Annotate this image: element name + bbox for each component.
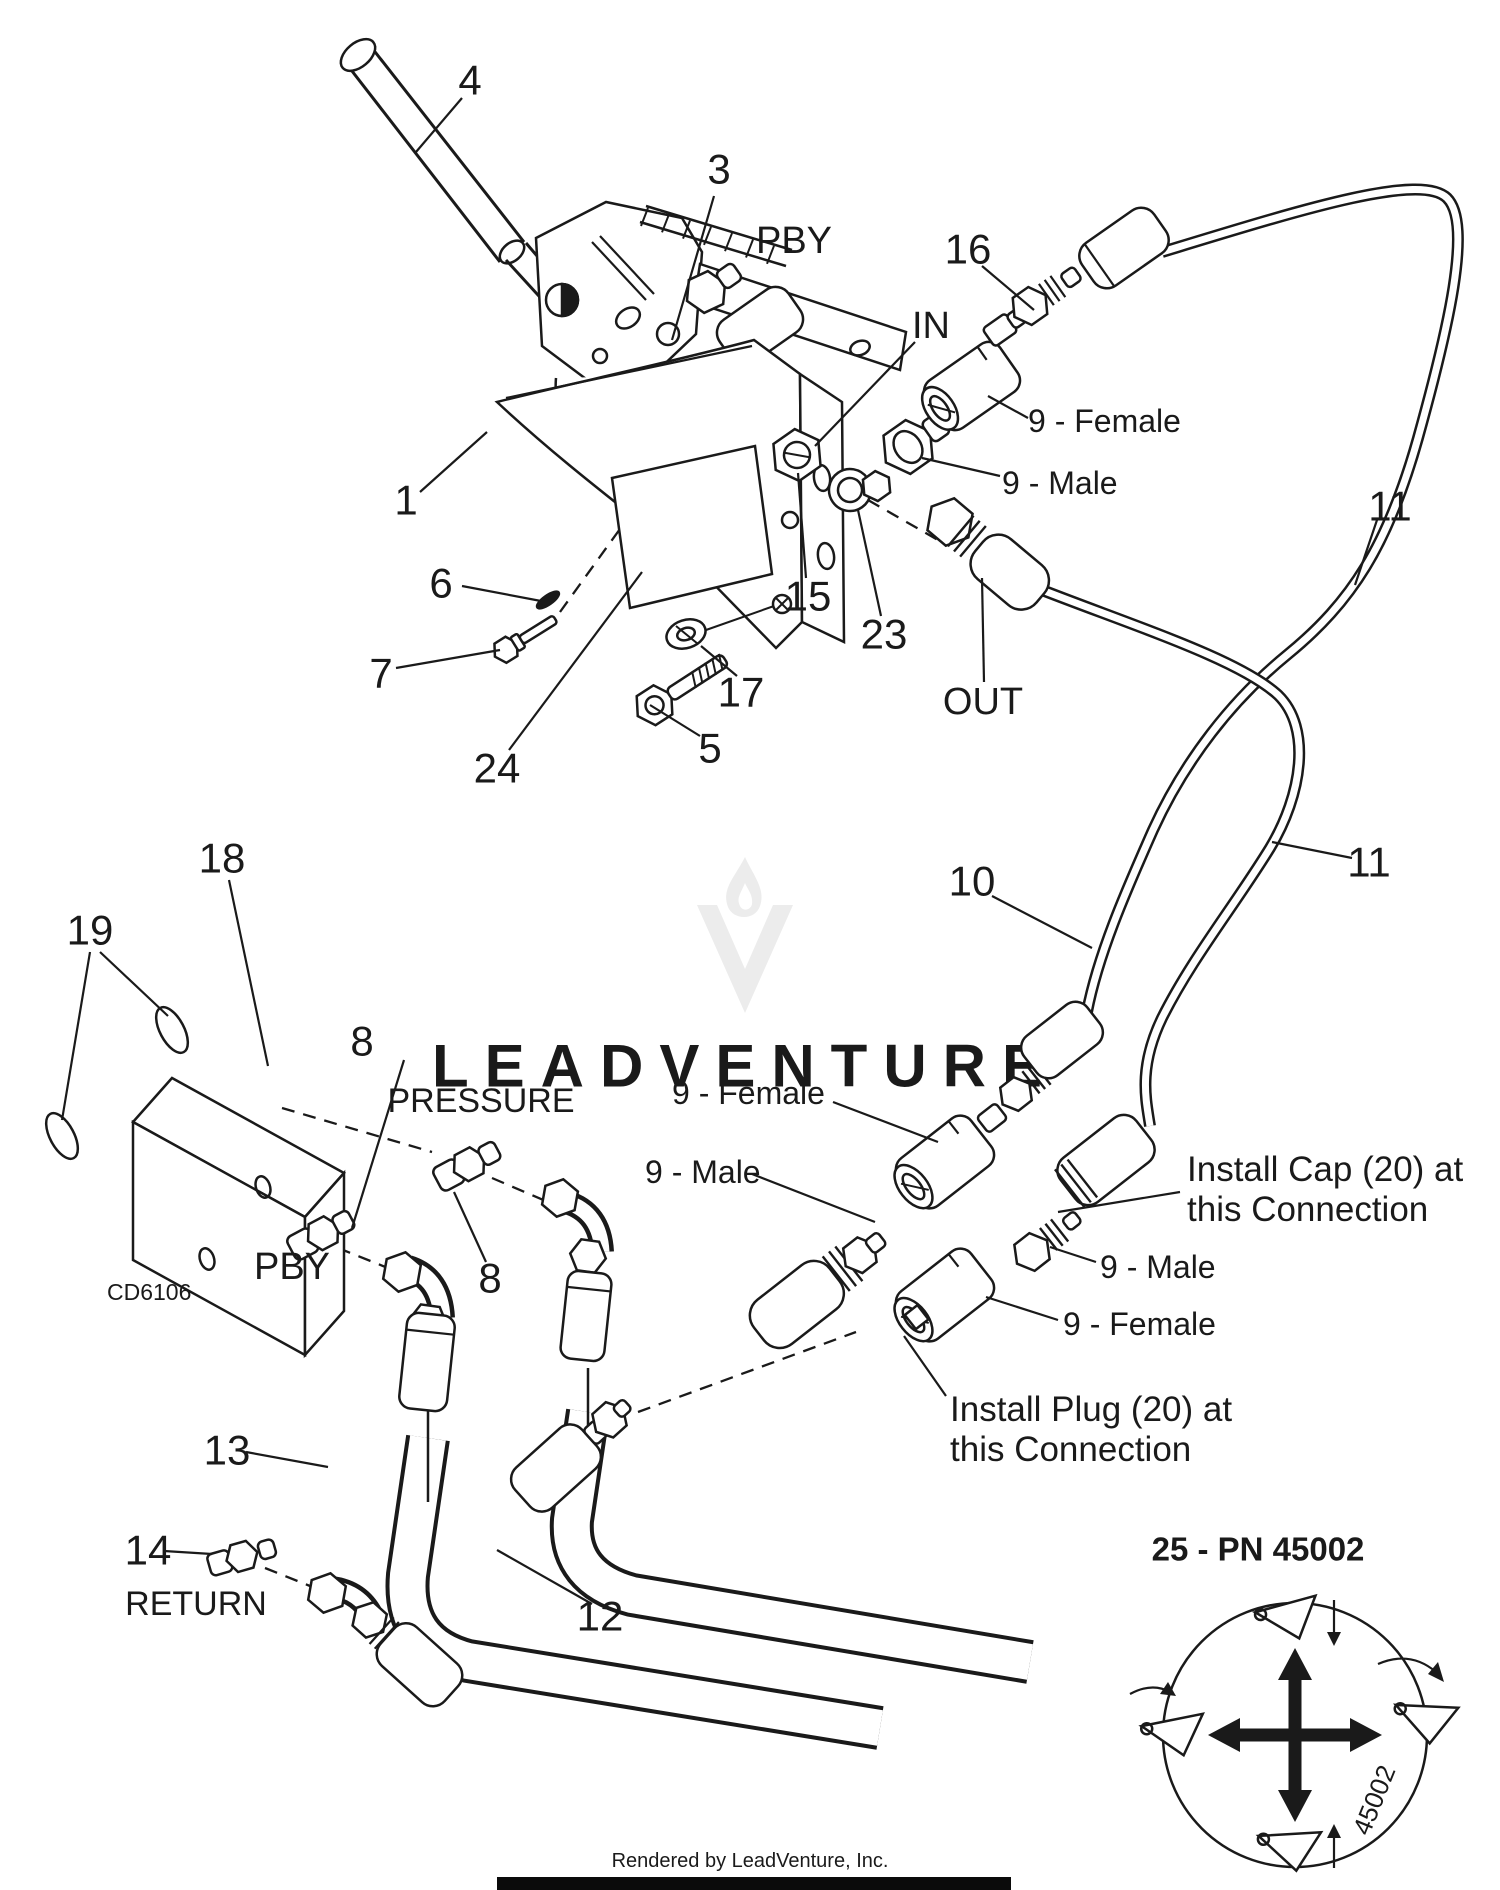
footer-bar [497, 1877, 1011, 1890]
label-in_lbl: IN [912, 305, 950, 347]
callout-8: 8 [478, 1255, 501, 1302]
manifold-block-assembly [44, 1005, 614, 1413]
note-plug-line-2: this Connection [950, 1430, 1191, 1469]
callout-1: 1 [394, 477, 417, 524]
callout-23: 23 [861, 611, 908, 658]
label-out_lbl: OUT [943, 681, 1023, 723]
note-cap-line-2: this Connection [1187, 1190, 1428, 1229]
label-pressure: PRESSURE [387, 1082, 574, 1120]
leadventure-flame-logo [697, 857, 793, 1013]
label-cd6106: CD6106 [107, 1279, 191, 1305]
return-line-assembly [206, 1538, 464, 1708]
label-wm_text: LEADVENTURE [432, 1033, 1058, 1100]
callout-11: 11 [1368, 483, 1412, 530]
label-m_right: 9 - Male [1100, 1249, 1216, 1285]
plow-direction-inset-diagram [1129, 1593, 1461, 1873]
label-f_right: 9 - Female [1063, 1306, 1216, 1342]
callout-16: 16 [945, 226, 992, 273]
callout-8: 8 [350, 1018, 373, 1065]
label-pby_mid: PBY [254, 1246, 330, 1288]
mounting-plate [494, 338, 846, 650]
note-cap-line-1: Install Cap (20) at [1187, 1150, 1464, 1189]
note-plug-line-1: Install Plug (20) at [950, 1390, 1232, 1429]
callout-4: 4 [458, 57, 481, 104]
label-footer_credit: Rendered by LeadVenture, Inc. [612, 1850, 889, 1872]
mounting-hardware [493, 590, 729, 727]
callout-7: 7 [369, 650, 392, 697]
label-f_mid: 9 - Female [672, 1075, 825, 1111]
label-pby_top: PBY [756, 220, 832, 262]
callout-19: 19 [67, 907, 114, 954]
callout-10: 10 [949, 858, 996, 905]
callout-11: 11 [1347, 839, 1391, 886]
callout-17: 17 [718, 669, 765, 716]
leadventure-watermark: LEADVENTURE [432, 857, 1058, 1100]
callout-6: 6 [429, 560, 452, 607]
label-pn: 25 - PN 45002 [1152, 1531, 1365, 1568]
label-f_top: 9 - Female [1028, 403, 1181, 439]
callout-5: 5 [698, 725, 721, 772]
callout-3: 3 [707, 146, 730, 193]
label-return_lbl: RETURN [125, 1585, 267, 1623]
label-m_top: 9 - Male [1002, 465, 1118, 501]
callout-13: 13 [204, 1427, 251, 1474]
label-rot45002: 45002 [1347, 1761, 1402, 1839]
hydraulic-hoses [385, 183, 1464, 1750]
callout-leader-lines [60, 97, 1379, 1605]
callout-15: 15 [785, 573, 832, 620]
callout-14: 14 [125, 1527, 172, 1574]
callout-18: 18 [199, 835, 246, 882]
callout-12: 12 [577, 1593, 624, 1640]
callout-24: 24 [474, 745, 521, 792]
label-m_mid: 9 - Male [645, 1154, 761, 1190]
hose-fittings-and-couplers [509, 206, 1170, 1513]
